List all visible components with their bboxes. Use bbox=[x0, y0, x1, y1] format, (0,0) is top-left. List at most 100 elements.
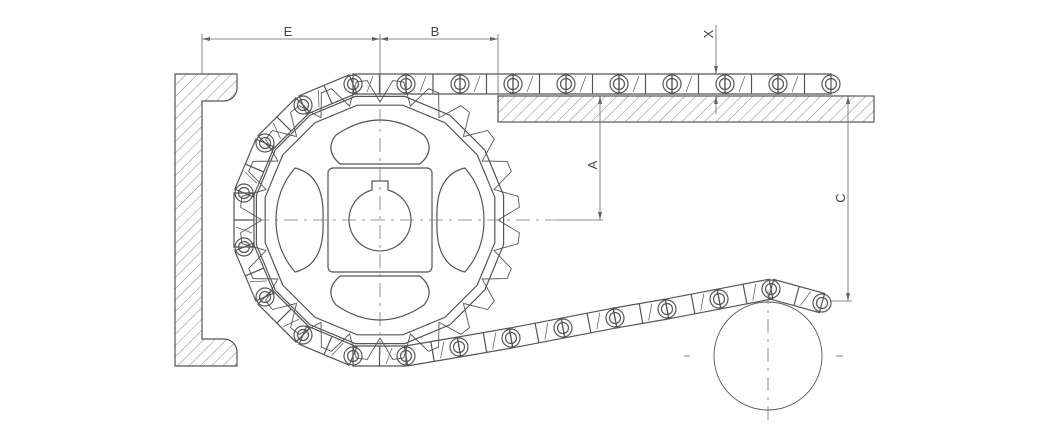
chain-pin-outer bbox=[396, 346, 416, 366]
chain-pin bbox=[504, 331, 518, 345]
chain-link bbox=[234, 138, 275, 198]
link-joint bbox=[276, 116, 292, 132]
link-detail bbox=[685, 75, 693, 93]
chain-link bbox=[716, 278, 774, 310]
chain-pin-outer bbox=[821, 74, 841, 94]
chain-pin-outer bbox=[343, 346, 363, 366]
dimension-x-label: X bbox=[701, 29, 716, 38]
chain-pin-outer bbox=[293, 95, 313, 115]
chain-pin bbox=[559, 77, 573, 91]
link-detail bbox=[244, 171, 258, 184]
link-detail bbox=[235, 226, 253, 234]
link-detail bbox=[648, 303, 653, 321]
chain-link bbox=[257, 289, 311, 343]
dimension-b: B bbox=[380, 24, 499, 96]
chain-pin-outer bbox=[812, 293, 832, 313]
chain-pin bbox=[258, 290, 272, 304]
link-detail bbox=[526, 75, 534, 93]
link-joint bbox=[586, 313, 592, 333]
link-joint bbox=[245, 267, 264, 277]
link-detail bbox=[752, 283, 757, 301]
link-joint bbox=[430, 341, 435, 362]
dimension-b-label: B bbox=[431, 24, 440, 39]
link-joint bbox=[690, 294, 696, 314]
chain-pin bbox=[237, 240, 251, 254]
sprocket-window bbox=[330, 275, 430, 321]
chain-link bbox=[352, 73, 407, 95]
sprocket-window bbox=[275, 167, 324, 273]
link-joint bbox=[638, 303, 644, 324]
chain-link bbox=[234, 242, 275, 302]
chain-pin bbox=[453, 77, 467, 91]
chain-pin bbox=[399, 77, 413, 91]
sprocket-body bbox=[255, 95, 505, 345]
chain-pin bbox=[718, 77, 732, 91]
link-detail bbox=[738, 75, 746, 93]
link-detail bbox=[385, 347, 393, 365]
dimension-c: C bbox=[830, 95, 874, 302]
link-joint bbox=[245, 163, 264, 173]
chain-pin-outer bbox=[234, 183, 254, 203]
chain-link bbox=[298, 74, 358, 115]
link-detail bbox=[249, 280, 268, 283]
chain-pin-outer bbox=[556, 74, 576, 94]
upper-rail bbox=[497, 95, 875, 123]
link-detail bbox=[331, 342, 344, 356]
chain-pin-outer bbox=[605, 308, 625, 328]
link-joint bbox=[793, 286, 800, 306]
chain-pin-outer bbox=[255, 287, 275, 307]
chain-pin-outer bbox=[657, 299, 677, 319]
chain-pin bbox=[771, 77, 785, 91]
link-detail bbox=[596, 312, 601, 330]
link-detail bbox=[366, 75, 374, 93]
chain-pin bbox=[296, 328, 310, 342]
chain-pin bbox=[399, 349, 413, 363]
link-detail bbox=[273, 123, 281, 139]
dimension-x: X bbox=[701, 25, 718, 114]
chain-pin-outer bbox=[715, 74, 735, 94]
chain-pin bbox=[346, 349, 360, 363]
chain-pin bbox=[556, 321, 570, 335]
link-joint bbox=[534, 323, 540, 343]
chain-pin bbox=[712, 292, 726, 306]
dimension-c-label: C bbox=[833, 193, 848, 202]
chain-link bbox=[767, 278, 826, 314]
link-detail bbox=[632, 75, 640, 93]
chain-pin bbox=[506, 77, 520, 91]
chain-pin-outer bbox=[255, 133, 275, 153]
link-detail bbox=[419, 75, 427, 93]
link-detail bbox=[791, 75, 799, 93]
link-joint bbox=[482, 332, 488, 353]
link-detail bbox=[544, 322, 549, 340]
link-detail bbox=[800, 291, 811, 306]
dimension-a-label: A bbox=[585, 160, 600, 169]
chain-pin bbox=[237, 186, 251, 200]
chain-pin bbox=[452, 340, 466, 354]
sprocket-window bbox=[330, 119, 430, 165]
link-detail bbox=[283, 319, 299, 327]
chain-link bbox=[257, 97, 311, 151]
chain-pin bbox=[296, 98, 310, 112]
chain-pin-outer bbox=[449, 337, 469, 357]
chain-link bbox=[233, 192, 255, 248]
link-detail bbox=[440, 341, 445, 359]
link-detail bbox=[700, 293, 705, 311]
chain-pin-outer bbox=[662, 74, 682, 94]
chain-pin bbox=[258, 136, 272, 150]
chain-pin-outer bbox=[343, 74, 363, 94]
chain-pin-outer bbox=[768, 74, 788, 94]
link-joint bbox=[276, 308, 292, 324]
sprocket-rim bbox=[264, 104, 496, 336]
chain-pin-outer bbox=[709, 289, 729, 309]
chain-pin bbox=[815, 296, 829, 310]
chain-pin bbox=[346, 77, 360, 91]
dimension-e-label: E bbox=[284, 24, 293, 39]
chain-pin-outer bbox=[609, 74, 629, 94]
chain-pin bbox=[660, 302, 674, 316]
bore-with-keyway bbox=[348, 180, 412, 252]
sprocket-window bbox=[436, 167, 485, 273]
dimension-e: E bbox=[201, 24, 381, 96]
chain-pin-outer bbox=[503, 74, 523, 94]
chain-pin bbox=[824, 77, 838, 91]
